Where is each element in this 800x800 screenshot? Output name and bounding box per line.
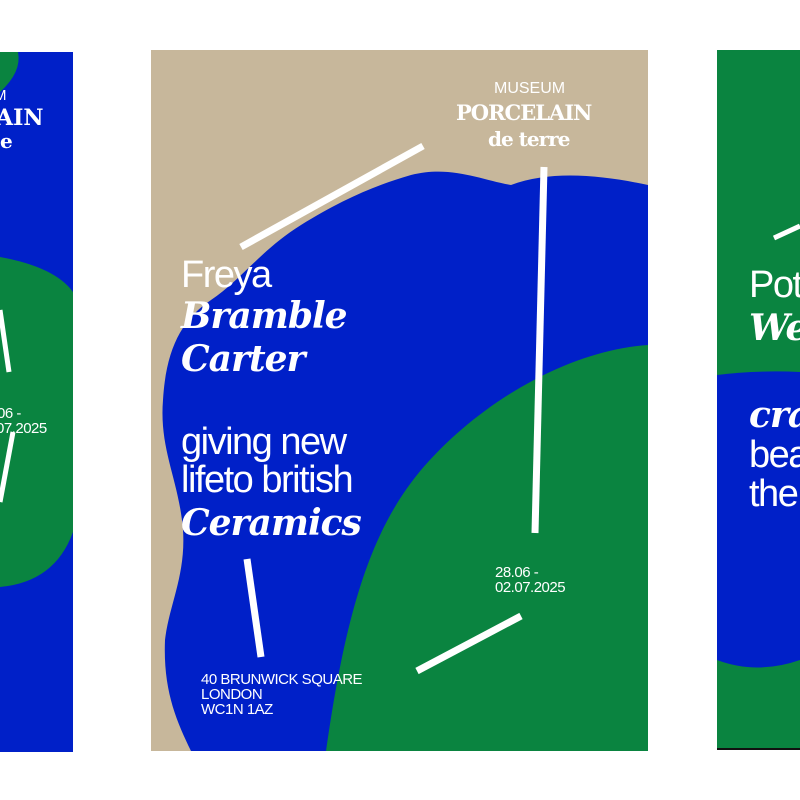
- left-date-line-2: 07.2025: [0, 420, 47, 437]
- left-date-line-1: 06 -: [0, 405, 21, 422]
- right-tag-fragment-3: the: [749, 473, 799, 515]
- left-museum-fragment: M: [0, 88, 7, 103]
- right-tag-fragment-2: bea: [749, 434, 800, 476]
- museum-label: MUSEUM: [494, 80, 566, 97]
- address-street: 40 BRUNWICK SQUARE: [201, 671, 363, 688]
- right-tag-fragment-1: cra: [749, 394, 800, 436]
- deco-line-2: [531, 166, 548, 534]
- right-poster-background: [717, 50, 800, 750]
- left-poster: M AIN e 06 - 07.2025: [0, 52, 73, 752]
- deco-line-3: [243, 558, 265, 658]
- museum-name: PORCELAIN: [456, 100, 592, 125]
- left-sub-fragment: e: [0, 129, 13, 153]
- date-end: 02.07.2025: [495, 579, 566, 596]
- left-poster-background: [0, 52, 73, 752]
- artist-middle-name: Bramble: [181, 295, 348, 337]
- left-name-fragment: AIN: [0, 105, 44, 131]
- right-name-fragment-1: Pot: [749, 264, 800, 306]
- museum-subtitle: de terre: [488, 127, 570, 151]
- right-poster: Pot We cra bea the: [717, 50, 800, 750]
- tagline-line-1: giving new: [181, 421, 347, 463]
- address-postcode: WC1N 1AZ: [201, 701, 273, 718]
- green-shape: [326, 345, 648, 751]
- center-poster-background: [151, 50, 648, 751]
- right-name-fragment-2: We: [749, 307, 800, 349]
- artist-last-name: Carter: [181, 338, 305, 380]
- tagline-line-2: lifeto british: [181, 459, 354, 501]
- tagline-line-3: Ceramics: [181, 502, 362, 544]
- deco-line-5: [415, 612, 523, 675]
- address-city: LONDON: [201, 686, 263, 703]
- date-start: 28.06 -: [495, 564, 539, 581]
- deco-line-1: [239, 142, 425, 251]
- center-poster: MUSEUM PORCELAIN de terre Freya Bramble …: [151, 50, 648, 751]
- artist-first-name: Freya: [181, 254, 272, 296]
